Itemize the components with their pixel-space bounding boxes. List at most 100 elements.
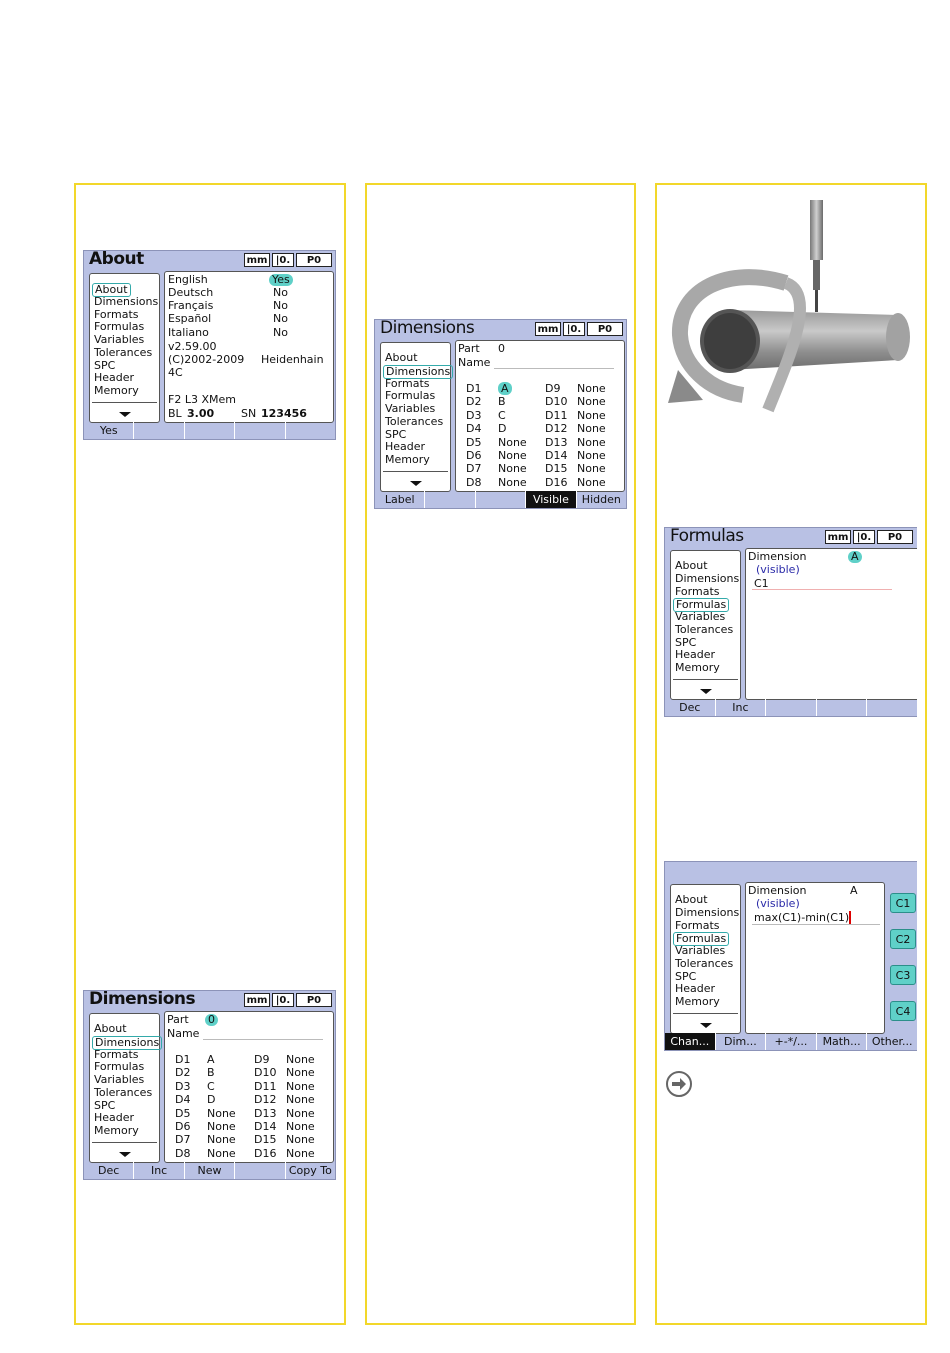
dimension-value[interactable]: None	[577, 475, 606, 489]
dimension-value[interactable]: A	[207, 1053, 215, 1066]
menu-item-variables[interactable]: Variables	[385, 402, 436, 415]
menu-item-about[interactable]: About	[92, 283, 131, 297]
dimension-value[interactable]: A	[498, 382, 512, 395]
dimension-value[interactable]: None	[498, 462, 527, 476]
dimension-value[interactable]: B	[498, 395, 506, 409]
dimension-value[interactable]: D	[498, 422, 507, 436]
softkey-3[interactable]	[185, 422, 236, 439]
menu-item-formats[interactable]: Formats	[385, 377, 430, 390]
dimension-value[interactable]: None	[577, 449, 606, 462]
softkey-dimensions[interactable]: Dim...	[716, 1033, 767, 1050]
softkey-inc[interactable]: Inc	[134, 1162, 185, 1179]
dimension-value[interactable]: None	[286, 1146, 315, 1160]
dimension-value[interactable]: None	[577, 382, 606, 395]
menu-item-formulas[interactable]: Formulas	[385, 389, 436, 402]
softkey-inc[interactable]: Inc	[716, 699, 767, 716]
dimension-value[interactable]: None	[577, 395, 606, 409]
menu-item-formats[interactable]: Formats	[94, 308, 139, 321]
softkey-channels[interactable]: Chan...	[665, 1033, 716, 1050]
menu-item-formulas[interactable]: Formulas	[673, 598, 730, 612]
dimension-value[interactable]: None	[207, 1120, 236, 1133]
softkey-new[interactable]: New	[185, 1162, 236, 1179]
menu-item-spc[interactable]: SPC	[675, 636, 697, 649]
lang-francais-value[interactable]: No	[273, 299, 288, 312]
softkey-copy-to[interactable]: Copy To	[288, 1164, 332, 1177]
name-field[interactable]	[203, 1039, 323, 1040]
softkey-dec[interactable]: Dec	[84, 1162, 135, 1179]
softkey-5[interactable]	[867, 699, 917, 716]
formula-field[interactable]	[752, 589, 892, 590]
part-indicator[interactable]: P0	[296, 253, 332, 267]
menu-item-variables[interactable]: Variables	[94, 333, 145, 346]
dimension-value[interactable]: A	[848, 551, 862, 563]
dimension-value[interactable]: None	[286, 1093, 315, 1107]
menu-item-variables[interactable]: Variables	[675, 944, 726, 957]
softkey-3[interactable]	[766, 699, 817, 716]
dimension-value[interactable]: None	[286, 1053, 315, 1066]
menu-item-dimensions[interactable]: Dimensions	[92, 1036, 163, 1050]
softkey-4[interactable]	[235, 422, 286, 439]
menu-item-tolerances[interactable]: Tolerances	[385, 415, 444, 428]
menu-item-variables[interactable]: Variables	[94, 1073, 145, 1086]
formula-text[interactable]: C1	[754, 577, 769, 590]
dimension-value[interactable]: None	[577, 462, 606, 476]
unit-button[interactable]: mm	[535, 322, 561, 336]
menu-item-tolerances[interactable]: Tolerances	[94, 1086, 153, 1099]
menu-item-dimensions[interactable]: Dimensions	[383, 365, 454, 379]
softkey-5[interactable]	[286, 422, 335, 439]
dimension-value[interactable]: None	[207, 1133, 236, 1147]
formula-field[interactable]	[752, 924, 880, 925]
menu-item-formulas[interactable]: Formulas	[94, 1060, 145, 1073]
part-indicator[interactable]: P0	[296, 993, 332, 1007]
menu-item-formulas[interactable]: Formulas	[673, 932, 730, 946]
menu-item-formats[interactable]: Formats	[675, 585, 720, 598]
dimension-value[interactable]: None	[577, 435, 606, 449]
chevron-down-icon[interactable]	[699, 1023, 712, 1028]
chevron-down-icon[interactable]	[409, 481, 422, 486]
dimension-value[interactable]: None	[207, 1106, 236, 1120]
softkey-math[interactable]: Math...	[817, 1033, 868, 1050]
menu-item-dimensions[interactable]: Dimensions	[675, 906, 740, 919]
menu-item-formats[interactable]: Formats	[94, 1048, 139, 1061]
menu-item-dimensions[interactable]: Dimensions	[94, 295, 159, 308]
dimension-value[interactable]: C	[207, 1079, 215, 1093]
chevron-down-icon[interactable]	[118, 1152, 131, 1157]
dimension-value[interactable]: None	[498, 475, 527, 489]
softkey-2[interactable]	[425, 491, 476, 508]
menu-item-formulas[interactable]: Formulas	[94, 320, 145, 333]
softkey-visible[interactable]: Visible	[526, 491, 577, 508]
dimension-value[interactable]: C	[498, 408, 506, 422]
menu-item-tolerances[interactable]: Tolerances	[94, 346, 153, 359]
chevron-down-icon[interactable]	[118, 412, 131, 417]
menu-item-tolerances[interactable]: Tolerances	[675, 623, 734, 636]
softkey-3[interactable]	[476, 491, 527, 508]
chevron-down-icon[interactable]	[699, 689, 712, 694]
softkey-operators[interactable]: +-*/...	[766, 1033, 817, 1050]
menu-item-header[interactable]: Header	[94, 371, 135, 384]
lang-espanol-value[interactable]: No	[273, 312, 288, 325]
dimension-value[interactable]: None	[286, 1079, 315, 1093]
menu-item-spc[interactable]: SPC	[675, 970, 697, 983]
menu-item-spc[interactable]: SPC	[94, 359, 116, 372]
softkey-hidden[interactable]: Hidden	[581, 493, 621, 506]
part-value[interactable]: 0	[498, 342, 505, 355]
menu-item-dimensions[interactable]: Dimensions	[675, 572, 740, 585]
